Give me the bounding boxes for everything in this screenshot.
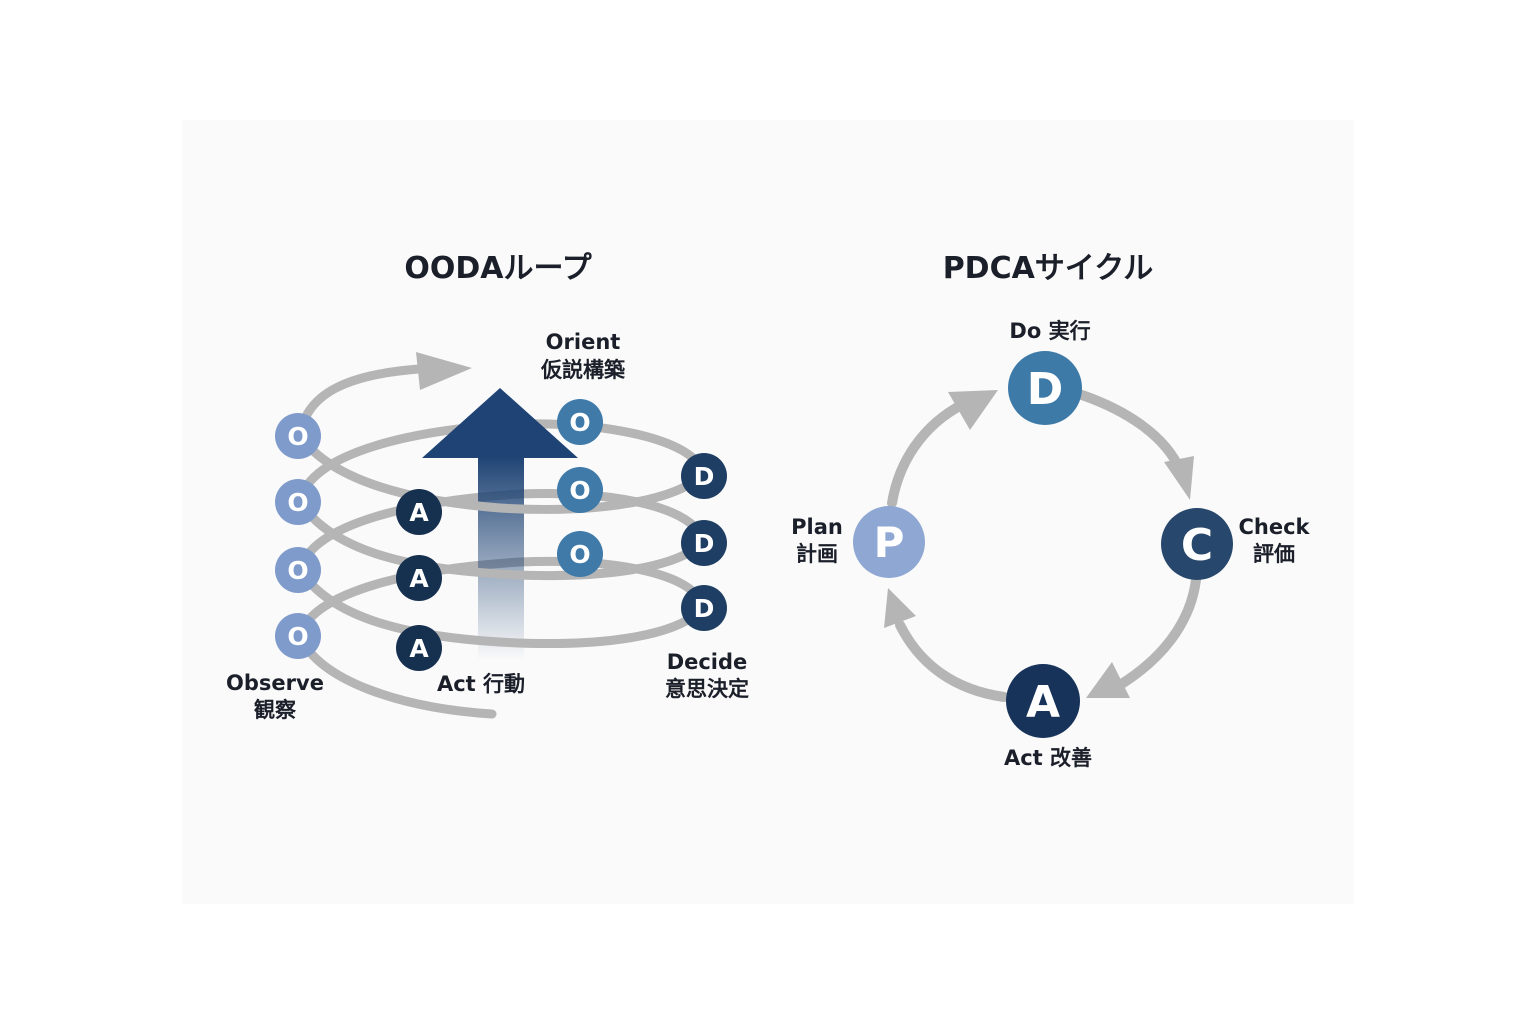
act-node: A — [396, 555, 442, 601]
svg-text:D: D — [1027, 364, 1064, 415]
svg-text:D: D — [694, 462, 715, 491]
observe-label-en: Observe — [226, 671, 324, 695]
check-label-en: Check — [1238, 515, 1310, 539]
decide-node: D — [681, 585, 727, 631]
act-label: Act 行動 — [437, 672, 525, 696]
act-node: A — [396, 489, 442, 535]
do-node: D — [1008, 351, 1082, 425]
ooda-title: OODAループ — [404, 251, 592, 286]
svg-text:O: O — [287, 422, 308, 451]
observe-node: O — [275, 613, 321, 659]
svg-text:A: A — [409, 634, 429, 663]
svg-text:A: A — [1026, 677, 1060, 728]
check-node: C — [1161, 508, 1233, 580]
svg-text:O: O — [569, 540, 590, 569]
decide-node: D — [681, 453, 727, 499]
svg-text:A: A — [409, 564, 429, 593]
spiral-arrowhead — [416, 352, 472, 390]
check-label-jp: 評価 — [1253, 542, 1295, 566]
plan-node: P — [853, 506, 925, 578]
svg-text:C: C — [1181, 520, 1213, 571]
decide-node: D — [681, 520, 727, 566]
do-label: Do 実行 — [1009, 319, 1090, 343]
orient-node: O — [557, 531, 603, 577]
svg-text:O: O — [569, 408, 590, 437]
observe-label-jp: 観察 — [254, 698, 297, 722]
svg-text:O: O — [569, 476, 590, 505]
act-node: A — [396, 625, 442, 671]
pdca-title: PDCAサイクル — [943, 251, 1154, 286]
svg-text:D: D — [694, 594, 715, 623]
orient-node: O — [557, 399, 603, 445]
observe-node: O — [275, 479, 321, 525]
observe-node: O — [275, 547, 321, 593]
svg-text:O: O — [287, 556, 308, 585]
act-improve-node: A — [1006, 664, 1080, 738]
svg-text:O: O — [287, 488, 308, 517]
svg-text:O: O — [287, 622, 308, 651]
orient-label-jp: 仮説構築 — [540, 358, 626, 382]
orient-label-en: Orient — [546, 330, 621, 354]
observe-node: O — [275, 413, 321, 459]
plan-label-jp: 計画 — [796, 542, 838, 566]
act-improve-label: Act 改善 — [1004, 746, 1092, 770]
decide-label-en: Decide — [667, 650, 748, 674]
svg-text:D: D — [694, 529, 715, 558]
svg-text:A: A — [409, 498, 429, 527]
growth-arrow — [422, 388, 578, 660]
orient-node: O — [557, 467, 603, 513]
pdca-arrows — [884, 390, 1201, 702]
svg-text:P: P — [874, 518, 905, 567]
plan-label-en: Plan — [791, 515, 843, 539]
decide-label-jp: 意思決定 — [665, 677, 749, 701]
